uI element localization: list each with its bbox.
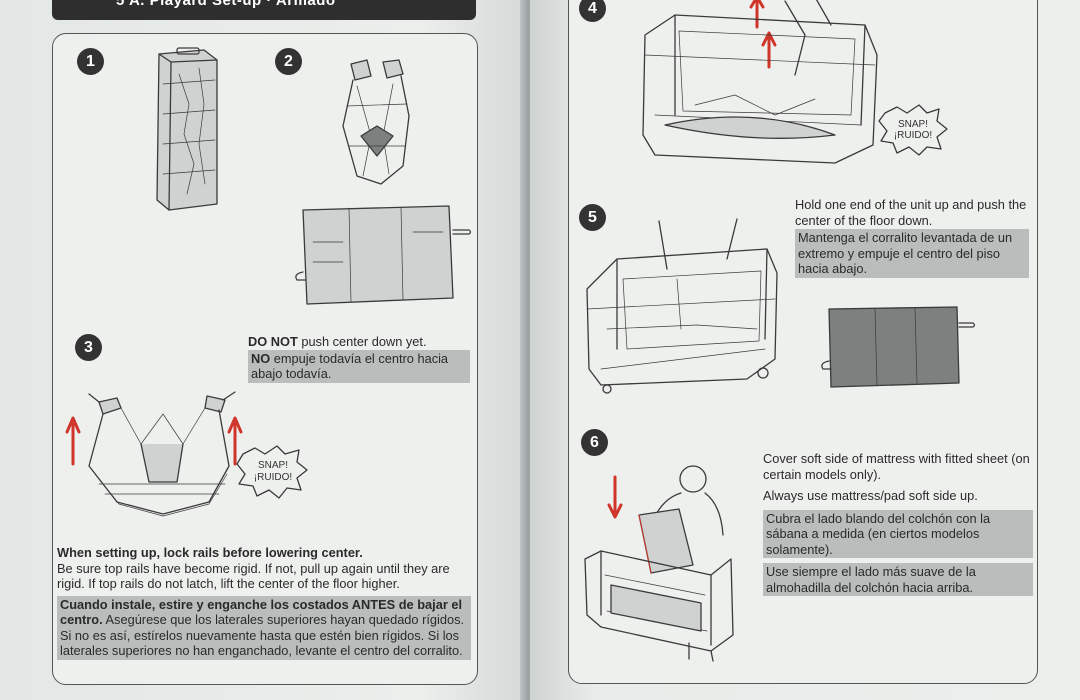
step-3-badge: 3: [75, 334, 102, 361]
step-5-en-text: Hold one end of the unit up and push the…: [795, 197, 1027, 228]
snap-es-left: ¡RUIDO!: [254, 472, 292, 483]
step-3-caption: DO NOT push center down yet. NO empuje t…: [248, 334, 470, 383]
step-6-mattress-insert-illustration: [584, 465, 734, 662]
step-2-unfolding-playard-illustration: [342, 59, 410, 185]
step-2-badge: 2: [275, 48, 302, 75]
step-1-badge: 1: [77, 48, 104, 75]
step-3-lock-rails-illustration: [65, 391, 243, 517]
snap-en-right: SNAP!: [898, 119, 928, 130]
warning-body: Be sure top rails have become rigid. If …: [57, 560, 450, 592]
step-6-en-sheet: Cover soft side of mattress with fitted …: [763, 451, 1030, 482]
snap-burst-right: SNAP! ¡RUIDO!: [878, 104, 948, 156]
step-5-push-floor-illustration: [586, 218, 778, 394]
step-5-badge: 5: [579, 204, 606, 231]
mattress-dark-illustration: [821, 306, 976, 388]
snap-burst-left: SNAP! ¡RUIDO!: [236, 445, 308, 499]
lock-rails-warning: When setting up, lock rails before lower…: [57, 545, 471, 660]
step-3-es-text: empuje todavía el centro hacia abajo tod…: [251, 350, 449, 382]
mattress-pad-illustration: [295, 205, 472, 305]
step-6-es-softside: Use siempre el lado más suave de la almo…: [763, 563, 1033, 596]
section-title: 5 A. Playard Set-up · Armado: [116, 0, 336, 9]
right-instruction-panel: 4 SNAP! ¡RUIDO! 5 Hold one end of the un…: [568, 0, 1038, 684]
left-instruction-panel: 1 2 3 DO NOT p: [52, 33, 478, 685]
left-page: 5 A. Playard Set-up · Armado 1 2: [0, 0, 528, 700]
warning-es-body: Asegúrese que los laterales superiores h…: [60, 612, 465, 658]
snap-en-left: SNAP!: [258, 460, 288, 471]
warning-es-title: Cuando instale, estire y enganche los co…: [60, 596, 463, 628]
step-1-folded-playard-illustration: [156, 47, 218, 211]
step-5-es-text: Mantenga el corralito levantada de un ex…: [795, 229, 1029, 278]
step-4-raise-center-illustration: [642, 0, 878, 164]
step-3-es-bold: NO: [251, 350, 271, 366]
step-3-en-bold: DO NOT: [248, 334, 298, 349]
step-5-caption: Hold one end of the unit up and push the…: [795, 197, 1029, 278]
step-6-es-sheet: Cubra el lado blando del colchón con la …: [763, 509, 1033, 558]
snap-es-right: ¡RUIDO!: [894, 130, 932, 141]
section-header: 5 A. Playard Set-up · Armado: [52, 0, 476, 20]
step-4-badge: 4: [579, 0, 606, 22]
step-6-caption: Cover soft side of mattress with fitted …: [763, 451, 1033, 596]
right-page: 4 SNAP! ¡RUIDO! 5 Hold one end of the un…: [530, 0, 1080, 700]
warning-title: When setting up, lock rails before lower…: [57, 545, 363, 560]
step-6-en-softside: Always use mattress/pad soft side up.: [763, 488, 978, 503]
step-3-en-text: push center down yet.: [297, 334, 427, 349]
step-6-badge: 6: [581, 429, 608, 456]
